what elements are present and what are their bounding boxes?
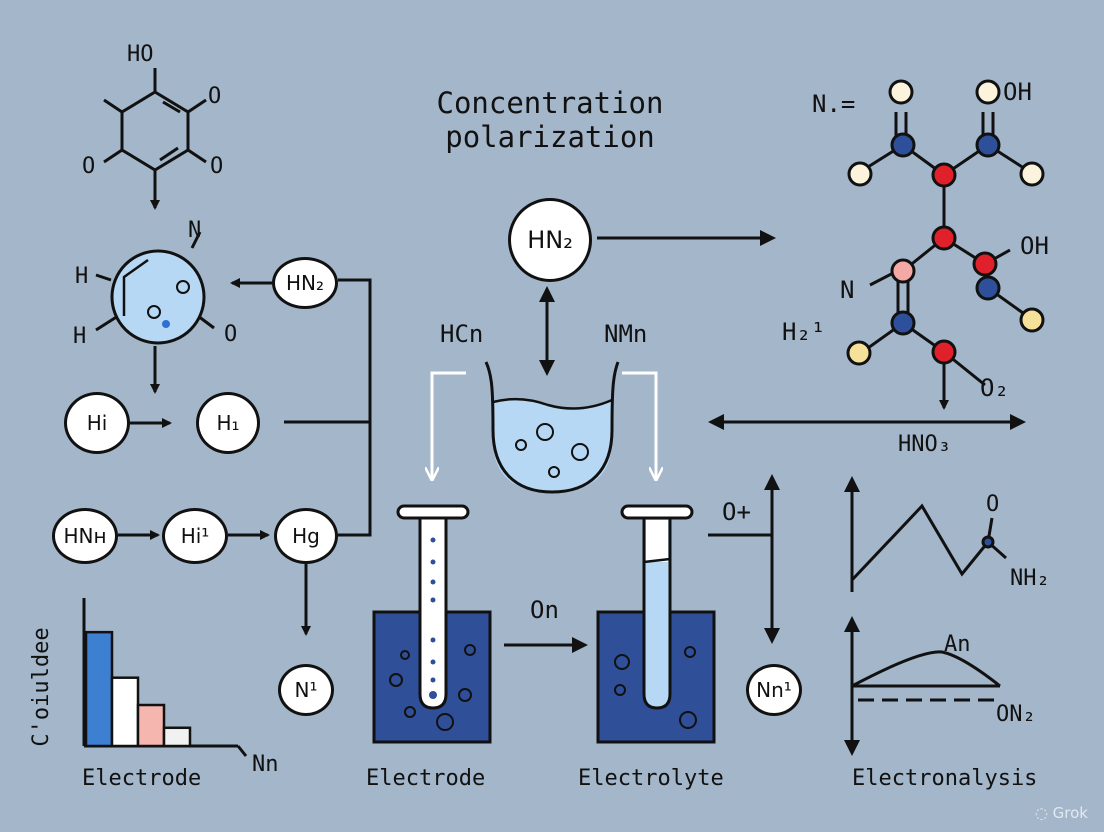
bar-chart-xlabel: Nn	[252, 752, 279, 777]
zigzag-plot	[844, 476, 1007, 592]
hexagon-molecule	[103, 68, 207, 210]
node-n1: N¹	[278, 664, 334, 716]
cell-sphere	[95, 231, 215, 394]
electrolyte-caption: Electrolyte	[578, 766, 724, 791]
grok-watermark: ◌ Grok	[1034, 804, 1088, 822]
cell-n-label: N	[188, 218, 202, 243]
molecule-o2-label: O₂	[980, 374, 1009, 402]
hexagon-o-top-label: O	[208, 84, 222, 109]
electrode-caption: Electrode	[366, 766, 486, 791]
node-hn2-left: HN₂	[272, 257, 338, 309]
bar-1	[84, 630, 114, 748]
beaker-left-label: HCn	[440, 320, 484, 348]
molecule-n-left-label: N	[840, 276, 855, 304]
hexagon-o-bottom-label: O	[210, 154, 224, 179]
bar-chart-ylabel: C'oiuldee	[29, 627, 54, 747]
cell-o-label: O	[224, 322, 238, 347]
beaker	[432, 230, 776, 494]
bar-3	[136, 703, 166, 748]
node-hg: Hg	[274, 508, 338, 564]
zigzag-o-label: O	[986, 492, 1000, 517]
cell-h-top-label: H	[75, 264, 89, 289]
beaker-right-label: NMn	[604, 320, 648, 348]
watermark-text: Grok	[1052, 804, 1088, 822]
bar-chart-bars	[84, 630, 192, 748]
node-hn2-center: HN₂	[508, 198, 592, 282]
left-electrode	[372, 504, 492, 744]
node-hi1: Hi¹	[162, 508, 228, 564]
bar-chart-caption: Electrode	[82, 766, 202, 791]
molecule-oh-top-label: OH	[1003, 78, 1032, 106]
molecule-n-label: N.=	[812, 90, 856, 118]
cell-h-bottom-label: H	[73, 324, 87, 349]
hexagon-ho-label: HO	[127, 42, 154, 67]
node-hnh: HNʜ	[52, 508, 118, 564]
on2-label: ON₂	[996, 702, 1036, 727]
o-plus-label: O+	[722, 498, 751, 526]
bar-4	[162, 726, 192, 748]
vertical-double-arrow	[708, 474, 780, 644]
diagram-title: Concentration polarization	[436, 86, 664, 154]
hno3-label: HNO₃	[898, 432, 951, 457]
node-hi: Hi	[64, 392, 130, 454]
on-label: On	[530, 596, 559, 624]
node-nn1: Nn¹	[746, 664, 802, 716]
bar-2	[110, 676, 140, 748]
nh2-label: NH₂	[1010, 566, 1050, 591]
node-h1: H₁	[196, 392, 260, 454]
left-flow-lines	[118, 278, 372, 636]
right-molecule-atoms	[846, 79, 1045, 366]
molecule-oh-right-label: OH	[1020, 232, 1049, 260]
an-label: An	[944, 632, 971, 657]
right-electrode	[596, 504, 716, 744]
peak-plot	[844, 616, 1002, 756]
hexagon-o-left-label: O	[82, 154, 96, 179]
electronalysis-caption: Electronalysis	[852, 766, 1038, 791]
molecule-h2-label: H₂¹	[782, 318, 826, 346]
